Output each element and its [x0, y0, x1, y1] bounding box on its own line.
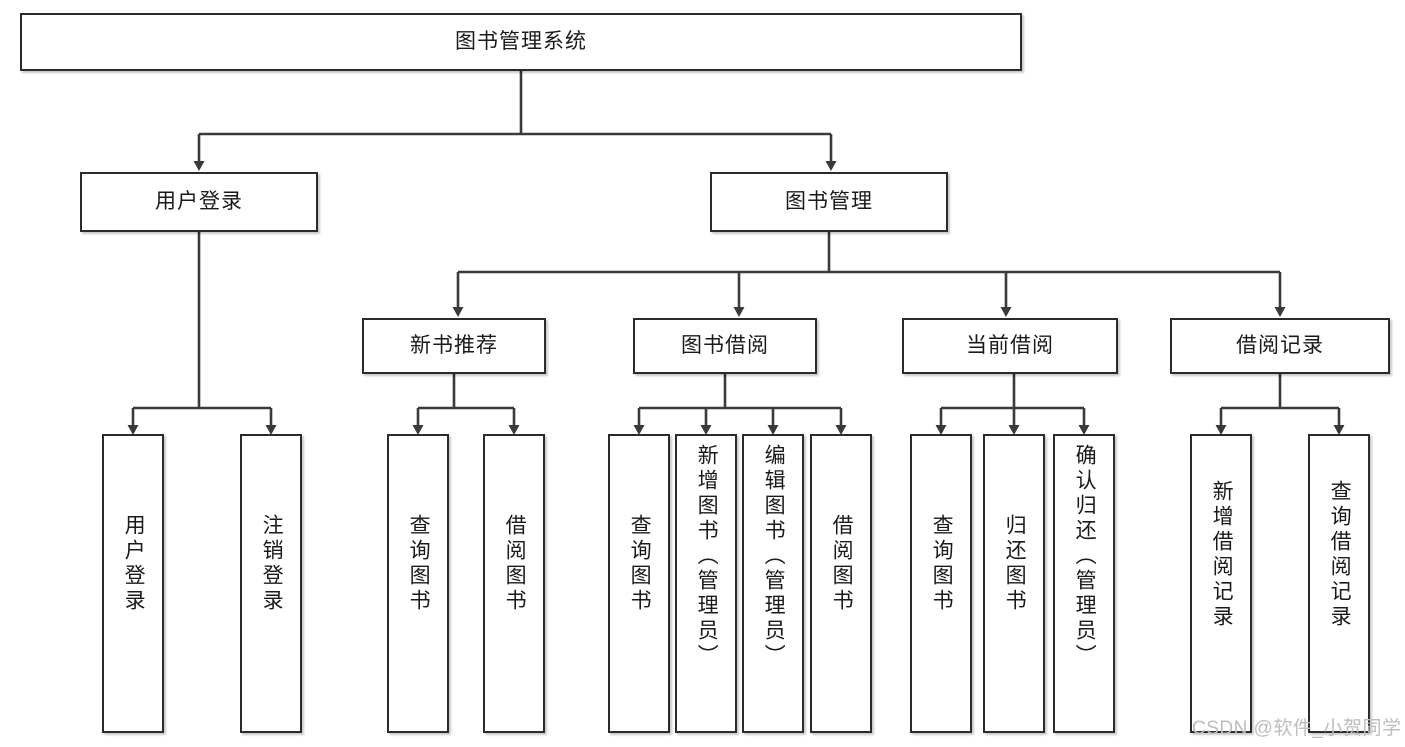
node-borrow-record-label: 借阅记录 — [1236, 333, 1324, 357]
node-leaf-confirm-return-label: 确认归还（管理员） — [1073, 444, 1097, 669]
node-current-borrow-label: 当前借阅 — [966, 333, 1054, 357]
node-leaf-add-book[interactable]: 新增图书（管理员） — [675, 434, 737, 733]
node-leaf-query-book-2-label: 查询图书 — [628, 514, 652, 614]
node-leaf-return-book-label: 归还图书 — [1003, 514, 1027, 614]
node-book-manage-label: 图书管理 — [785, 189, 873, 213]
node-leaf-logout-label: 注销登录 — [260, 514, 284, 614]
node-root[interactable]: 图书管理系统 — [20, 13, 1022, 71]
node-leaf-user-login-label: 用户登录 — [122, 514, 146, 614]
node-root-label: 图书管理系统 — [455, 29, 587, 53]
node-borrow-record[interactable]: 借阅记录 — [1170, 318, 1390, 374]
node-leaf-borrow-book-1[interactable]: 借阅图书 — [483, 434, 545, 733]
node-leaf-query-book-1-label: 查询图书 — [407, 514, 431, 614]
node-leaf-query-record-label: 查询借阅记录 — [1328, 480, 1352, 630]
node-leaf-add-book-label: 新增图书（管理员） — [695, 444, 719, 669]
node-book-borrow[interactable]: 图书借阅 — [633, 318, 817, 374]
node-leaf-query-book-3[interactable]: 查询图书 — [910, 434, 972, 733]
node-current-borrow[interactable]: 当前借阅 — [902, 318, 1118, 374]
node-leaf-add-record[interactable]: 新增借阅记录 — [1190, 434, 1252, 733]
node-leaf-borrow-book-2[interactable]: 借阅图书 — [810, 434, 872, 733]
node-book-borrow-label: 图书借阅 — [681, 333, 769, 357]
node-leaf-user-login[interactable]: 用户登录 — [102, 434, 164, 733]
node-leaf-add-record-label: 新增借阅记录 — [1210, 480, 1234, 630]
node-user-login-label: 用户登录 — [155, 189, 243, 213]
node-user-login[interactable]: 用户登录 — [80, 172, 318, 232]
node-leaf-borrow-book-1-label: 借阅图书 — [503, 514, 527, 614]
node-leaf-query-book-3-label: 查询图书 — [930, 514, 954, 614]
node-leaf-query-book-2[interactable]: 查询图书 — [608, 434, 670, 733]
node-leaf-edit-book-label: 编辑图书（管理员） — [762, 444, 786, 669]
node-leaf-confirm-return[interactable]: 确认归还（管理员） — [1053, 434, 1115, 733]
watermark: CSDN @软件_小贺同学 — [1192, 718, 1402, 739]
node-leaf-query-book-1[interactable]: 查询图书 — [387, 434, 449, 733]
node-leaf-logout[interactable]: 注销登录 — [240, 434, 302, 733]
node-new-book-rec[interactable]: 新书推荐 — [362, 318, 546, 374]
node-leaf-borrow-book-2-label: 借阅图书 — [830, 514, 854, 614]
node-new-book-rec-label: 新书推荐 — [410, 333, 498, 357]
node-leaf-edit-book[interactable]: 编辑图书（管理员） — [742, 434, 804, 733]
node-book-manage[interactable]: 图书管理 — [710, 172, 948, 232]
node-leaf-return-book[interactable]: 归还图书 — [983, 434, 1045, 733]
node-leaf-query-record[interactable]: 查询借阅记录 — [1308, 434, 1370, 733]
